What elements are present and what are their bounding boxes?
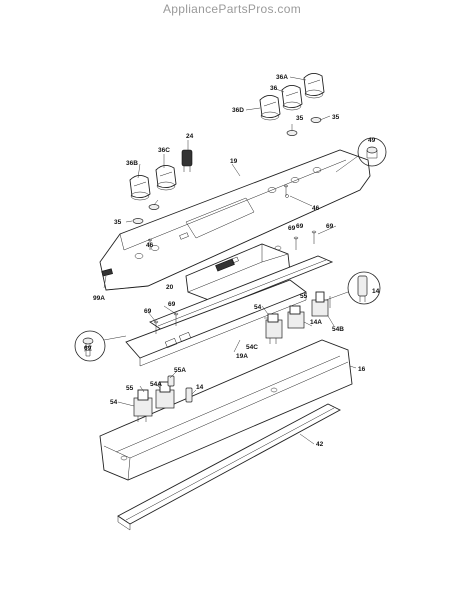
watermark: AppliancePartsPros.com <box>163 2 301 16</box>
callout: 54C <box>246 344 258 351</box>
knob-36a <box>303 73 325 99</box>
callout: 69 <box>326 223 334 230</box>
callout: 69 <box>296 223 304 230</box>
callout: 35 <box>296 115 304 122</box>
screw-46 <box>147 184 289 250</box>
backguard-panel <box>99 149 371 291</box>
knob-36 <box>281 85 303 111</box>
lower-panel-16 <box>99 339 353 481</box>
callout: 19A <box>236 353 248 360</box>
callout: 36 <box>270 85 278 92</box>
callout: 55 <box>126 385 134 392</box>
callout: 55A <box>174 367 186 374</box>
callout: 16 <box>358 366 366 373</box>
callout: 35 <box>114 219 122 226</box>
detail-circle-69 <box>74 330 127 362</box>
callout: 54B <box>332 326 344 333</box>
bracket-plate <box>125 279 307 367</box>
part-55a <box>167 375 175 387</box>
knob-36c <box>155 165 177 191</box>
part-14-left <box>185 387 193 403</box>
leader-lines <box>103 76 357 445</box>
bracket-42 <box>117 403 341 531</box>
callout: 36D <box>232 107 244 114</box>
callout: 54A <box>150 381 162 388</box>
knob-36d <box>259 95 281 121</box>
switch-54-left <box>133 389 153 422</box>
switch-14a <box>287 305 305 329</box>
callout: 20 <box>166 284 174 291</box>
washer <box>148 204 160 210</box>
callout: 55 <box>300 293 308 300</box>
callout: 24 <box>186 133 194 140</box>
callout: 46 <box>146 242 154 249</box>
washer <box>132 218 144 224</box>
callout: 36C <box>158 147 170 154</box>
callout: 19 <box>230 158 238 165</box>
callout: 14 <box>196 384 204 391</box>
callout: 54 <box>110 399 118 406</box>
callout: 69 <box>168 301 176 308</box>
callout: 99A <box>93 295 105 302</box>
switch-54a <box>155 381 175 409</box>
callout: 36B <box>126 160 138 167</box>
callout: 36A <box>276 74 288 81</box>
callout: 14A <box>310 319 322 326</box>
switch-54-right <box>265 313 283 344</box>
callout-labels: 36A 36 36D 35 24 36C 36B 19 35 46 46 20 … <box>84 74 380 448</box>
switch-24 <box>181 149 193 172</box>
callout: 14 <box>372 288 380 295</box>
washer <box>310 117 322 123</box>
switch-54b <box>311 291 331 317</box>
callout: 69 <box>288 225 296 232</box>
screws-69 <box>153 230 317 334</box>
callout: 35 <box>332 114 340 121</box>
callout: 54 <box>254 304 262 311</box>
detail-circle-14 <box>325 271 381 305</box>
callout: 42 <box>316 441 324 448</box>
detail-callout: 69 <box>84 345 92 352</box>
knob-36b <box>129 175 151 201</box>
detail-circle-49 <box>335 137 387 173</box>
insulator-19a <box>149 255 334 331</box>
callout: 69 <box>144 308 152 315</box>
washer <box>286 130 298 136</box>
callout: 46 <box>312 205 320 212</box>
detail-callout: 49 <box>368 137 376 144</box>
